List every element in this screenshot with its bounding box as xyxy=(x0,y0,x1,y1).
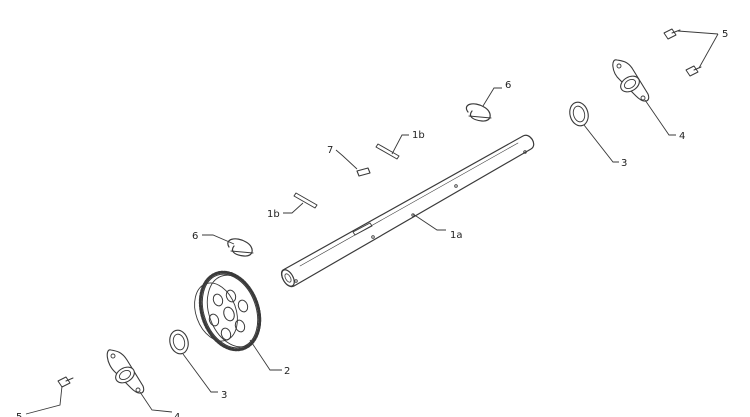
bearing-plate-lower-part xyxy=(106,349,145,394)
clip-upper-part xyxy=(465,103,492,122)
screws-lower-part xyxy=(57,376,74,388)
leader-screw-a xyxy=(677,30,719,35)
gear-part xyxy=(194,270,262,352)
callout-screws-upper: 5 xyxy=(722,29,728,40)
key-part xyxy=(356,167,371,177)
callout-spacer-upper: 3 xyxy=(621,158,627,169)
leader-screws-lower xyxy=(25,385,63,415)
leader-gear xyxy=(249,339,282,371)
leader-clip-lower xyxy=(202,234,235,245)
leader-pin-upper xyxy=(391,134,409,155)
clip-lower-part xyxy=(227,238,254,257)
bearing-plate-upper-part xyxy=(612,59,650,102)
callout-clip-upper: 6 xyxy=(505,80,511,91)
leader-clip-upper xyxy=(482,87,502,107)
leader-bearing-plate-lower xyxy=(139,391,173,413)
spacer-upper-part xyxy=(569,101,589,127)
callout-clip-lower: 6 xyxy=(192,231,198,242)
leader-key xyxy=(335,149,358,170)
callout-key: 7 xyxy=(327,145,333,156)
callout-pin-upper: 1b xyxy=(412,130,425,141)
callout-gear: 2 xyxy=(284,366,290,377)
leader-spacer-upper xyxy=(583,124,619,163)
callout-spacer-lower: 3 xyxy=(221,390,227,401)
callout-labels: 1a 1b 1b 2 3 3 4 4 5 5 6 6 7 xyxy=(16,29,728,417)
leader-shaft xyxy=(412,213,446,231)
spacer-lower-part xyxy=(169,329,189,355)
leader-screw-b xyxy=(698,33,719,69)
leader-lines xyxy=(25,30,719,415)
callout-bearing-plate-lower: 4 xyxy=(174,412,180,417)
pin-upper-part xyxy=(375,143,400,160)
callout-shaft: 1a xyxy=(450,230,463,241)
leader-spacer-lower xyxy=(182,353,218,393)
pin-lower-part xyxy=(293,192,318,209)
leader-pin-lower xyxy=(283,202,304,214)
leader-bearing-plate-upper xyxy=(644,99,676,136)
callout-pin-lower: 1b xyxy=(267,209,280,220)
callout-bearing-plate-upper: 4 xyxy=(679,131,685,142)
screws-upper-part xyxy=(663,28,702,77)
callout-screws-lower: 5 xyxy=(16,412,22,417)
shaft-part xyxy=(281,134,535,288)
